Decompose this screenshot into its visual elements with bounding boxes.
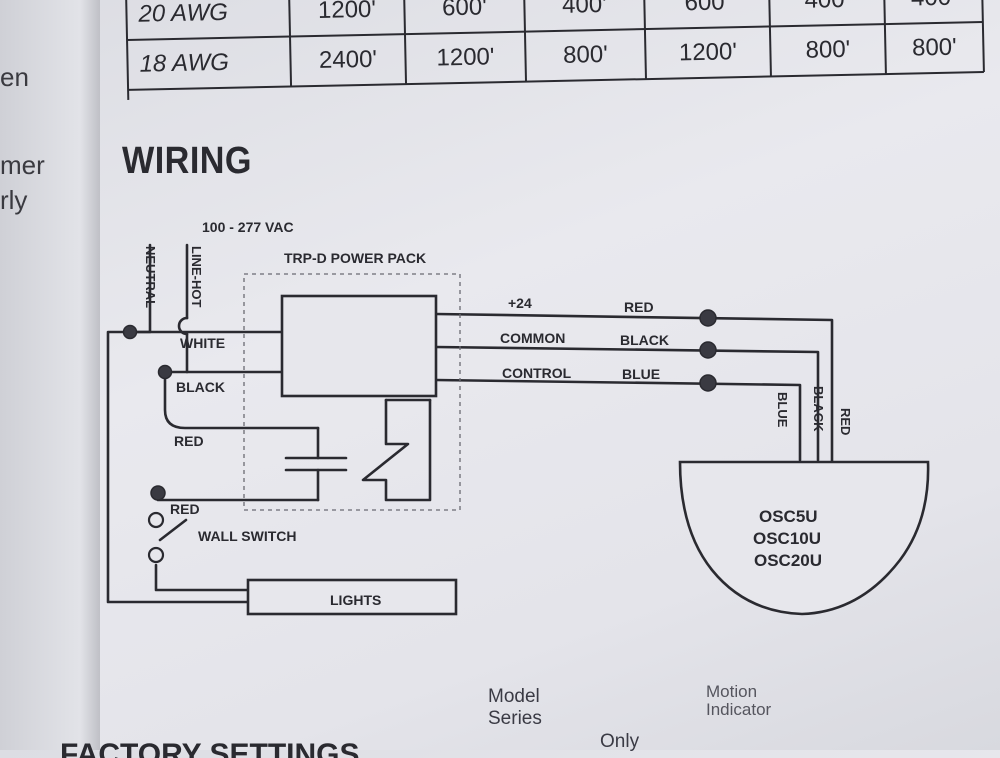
sensor-wire-black-label: BLACK — [811, 386, 826, 432]
power-pack-enclosure — [243, 273, 461, 511]
red-wire-label: RED — [170, 501, 200, 517]
motion-indicator-caption: Motion Indicator — [706, 682, 772, 719]
sensor-model-label: OSC5U — [759, 507, 818, 526]
signal-control-label: CONTROL — [502, 365, 572, 381]
only-caption: Only — [600, 731, 640, 752]
terminal-red — [699, 309, 717, 327]
switch-terminal-bottom — [147, 546, 165, 564]
neutral-junction — [122, 324, 138, 340]
sensor-wire-red-label: RED — [838, 408, 853, 435]
supply-voltage-label: 100 - 277 VAC — [202, 219, 294, 235]
lights-label: LIGHTS — [330, 592, 381, 608]
terminal-blue — [699, 374, 717, 392]
sensor-housing — [678, 460, 930, 616]
wall-switch-label: WALL SWITCH — [198, 528, 297, 544]
adjacent-page-text: rly — [0, 185, 28, 215]
red-junction — [150, 485, 166, 501]
color-red-label: RED — [624, 299, 654, 315]
line-hot-label: LINE-HOT — [189, 246, 204, 307]
model-series-caption: Model Series — [488, 686, 542, 729]
wire-gauge-table: 20 AWG 1200' 600' 400' 600' 400' 400' 18… — [124, 0, 986, 102]
sensor-model-label: OSC10U — [753, 529, 821, 548]
black-wire-label: BLACK — [176, 379, 225, 395]
signal-common-label: COMMON — [500, 330, 565, 346]
adjacent-page-text: en — [0, 62, 29, 92]
factory-settings-heading: FACTORY SETTINGS — [60, 738, 360, 758]
power-pack-box — [280, 294, 438, 398]
power-pack-label: TRP-D POWER PACK — [284, 250, 426, 266]
signal-24v-label: +24 — [508, 295, 532, 311]
white-wire-label: WHITE — [180, 335, 225, 351]
terminal-black — [699, 341, 717, 359]
lights-box — [246, 578, 458, 616]
black-junction — [157, 364, 173, 380]
neutral-label: NEUTRAL — [143, 246, 158, 308]
color-blue-label: BLUE — [622, 366, 660, 382]
sensor-wire-blue-label: BLUE — [775, 392, 790, 428]
red-wire-label: RED — [174, 433, 204, 449]
sensor-model-label: OSC20U — [754, 551, 822, 570]
color-black-label: BLACK — [620, 332, 669, 348]
section-title: WIRING — [122, 140, 252, 182]
adjacent-page-text: mer — [0, 150, 45, 180]
adjacent-page: en mer rly — [0, 0, 100, 750]
table-grid — [124, 0, 985, 100]
switch-terminal-top — [147, 511, 165, 529]
